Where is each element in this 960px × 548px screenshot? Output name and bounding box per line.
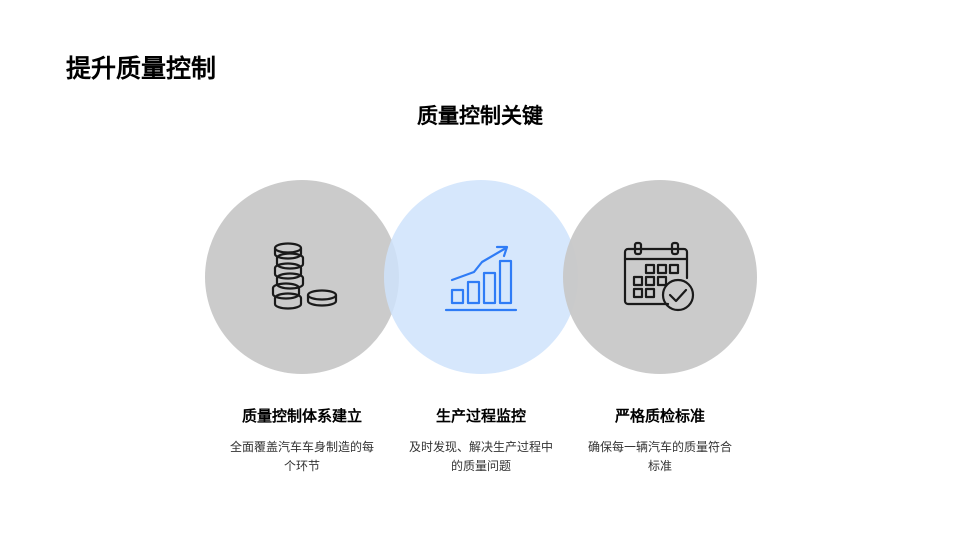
card-desc-inspection-standards: 确保每一辆汽车的质量符合 标准 (585, 438, 735, 476)
card-desc-line: 标准 (647, 459, 672, 473)
growth-chart-icon (444, 240, 518, 314)
card-title-inspection-standards: 严格质检标准 (614, 407, 705, 425)
coins-stack-icon (266, 240, 340, 314)
card-title-process-monitoring: 生产过程监控 (435, 407, 526, 425)
card-desc-line: 全面覆盖汽车车身制造的每 (229, 440, 374, 454)
card-desc-process-monitoring: 及时发现、解决生产过程中 的质量问题 (406, 438, 556, 476)
card-desc-line: 及时发现、解决生产过程中 (408, 440, 553, 454)
section-title: 质量控制关键 (417, 104, 543, 128)
card-desc-line: 确保每一辆汽车的质量符合 (587, 440, 732, 454)
page-title: 提升质量控制 (66, 54, 217, 83)
card-desc-quality-system: 全面覆盖汽车车身制造的每 个环节 (227, 438, 377, 476)
card-desc-line: 个环节 (283, 459, 320, 473)
calendar-check-icon (622, 240, 696, 314)
circle-process-monitoring (384, 180, 578, 374)
card-desc-line: 的质量问题 (450, 459, 511, 473)
card-title-quality-system: 质量控制体系建立 (241, 407, 362, 425)
